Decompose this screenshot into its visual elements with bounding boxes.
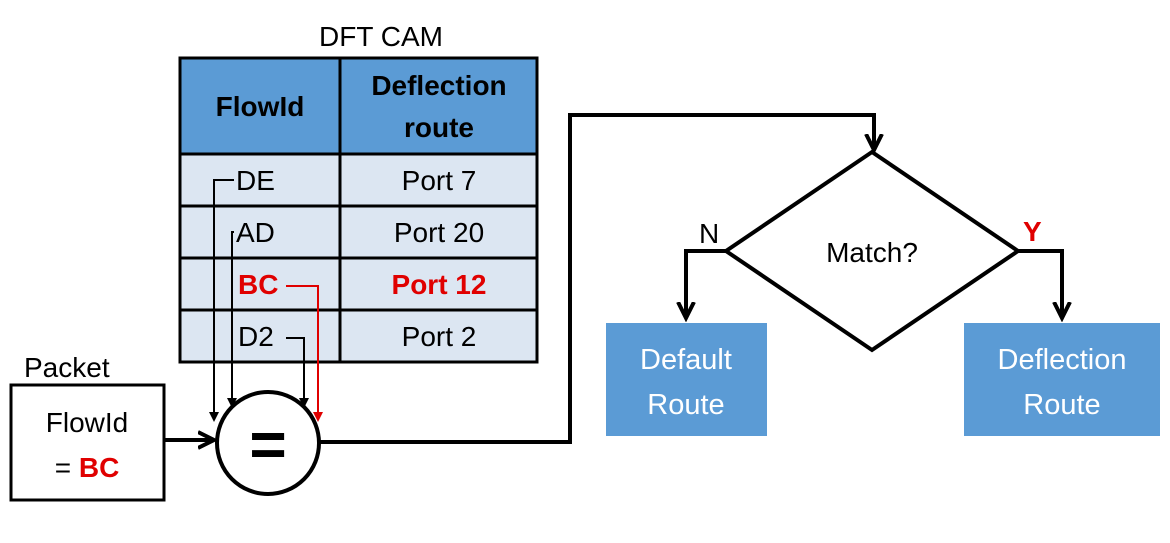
compare-to-decision-line <box>319 113 874 444</box>
connector-ad <box>227 231 237 408</box>
cam-row-flow-highlight: BC <box>238 269 278 300</box>
yes-branch-arrow <box>1018 249 1062 318</box>
cam-header-route: route <box>404 112 474 143</box>
decision-no-label: N <box>699 218 719 249</box>
no-branch-arrow <box>686 249 726 318</box>
cam-row-flow: AD <box>236 217 275 248</box>
decision-label: Match? <box>826 237 918 268</box>
default-route-line1: Default <box>640 344 732 376</box>
cam-row-route: Port 2 <box>402 321 477 352</box>
connector-de <box>209 179 234 422</box>
connector-bc <box>286 285 323 422</box>
deflection-route-line2: Route <box>1023 389 1100 421</box>
deflection-route-line1: Deflection <box>998 344 1127 376</box>
deflection-route-box <box>964 323 1160 436</box>
cam-header-bg <box>180 58 537 154</box>
cam-row-route: Port 20 <box>394 217 484 248</box>
default-route-box <box>606 323 767 436</box>
decision-diamond <box>722 149 1022 353</box>
row-connectors <box>209 179 323 422</box>
packet-field-label: FlowId <box>46 407 128 438</box>
cam-header-flowid: FlowId <box>216 91 305 122</box>
cam-row-route-highlight: Port 12 <box>392 269 487 300</box>
default-route-line2: Route <box>647 389 724 421</box>
packet-box <box>9 383 166 502</box>
comparator-symbol: = <box>249 408 286 480</box>
cam-title: DFT CAM <box>319 21 443 52</box>
cam-header-deflection: Deflection <box>371 70 506 101</box>
connector-d2 <box>286 337 309 408</box>
packet-title: Packet <box>24 352 110 383</box>
cam-table: FlowId Deflection route DE Port 7 AD Por… <box>178 56 539 364</box>
decision-yes-label: Y <box>1023 216 1042 247</box>
cam-row-flow: DE <box>236 165 275 196</box>
cam-row-route: Port 7 <box>402 165 477 196</box>
cam-row-flow: D2 <box>238 321 274 352</box>
packet-field-value: = BC <box>55 452 120 483</box>
